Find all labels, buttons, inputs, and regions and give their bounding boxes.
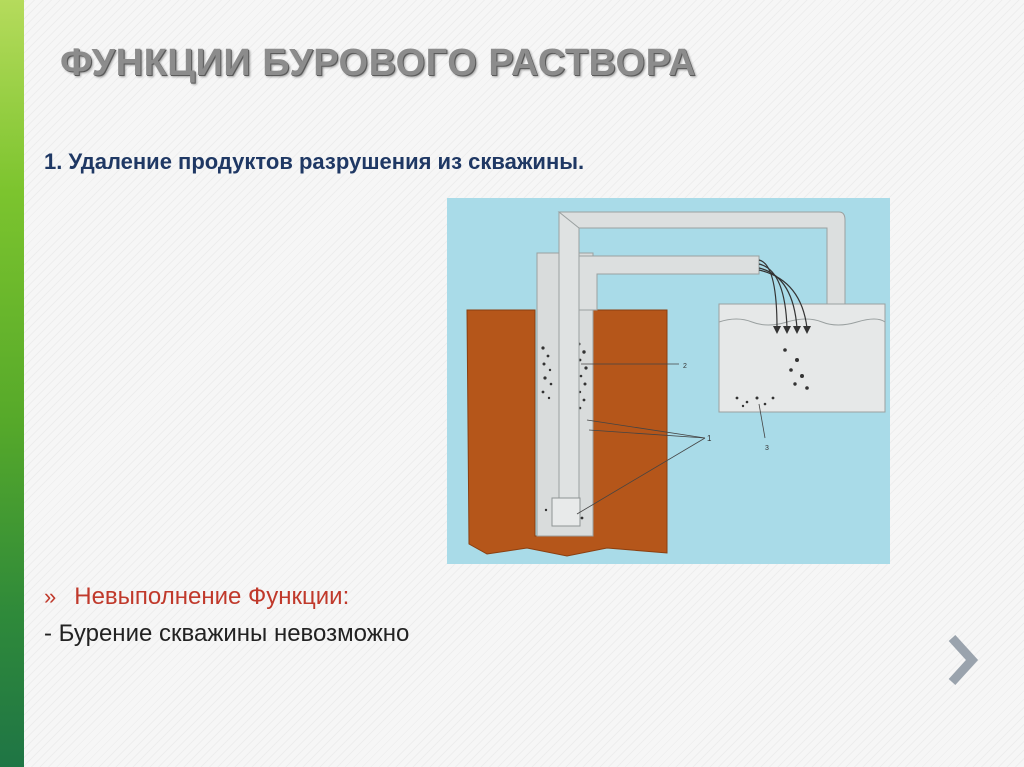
supply-pipe: [557, 211, 846, 327]
figure-label-3: 3: [765, 445, 769, 452]
slide-title: ФУНКЦИИ БУРОВОГО РАСТВОРА: [60, 42, 697, 84]
discharge-pipe: [578, 255, 760, 311]
tank-particles: [735, 348, 809, 408]
mud-tank: [718, 303, 886, 413]
cuttings-particles: [541, 342, 588, 524]
flow-arrows: [758, 259, 808, 329]
consequence-text: - Бурение скважины невозможно: [44, 620, 410, 647]
figure-label-1: 1: [707, 434, 712, 443]
bullet-item: » Невыполнение Функции:: [44, 583, 349, 611]
accent-bar: [0, 0, 24, 767]
bullet-marker: »: [44, 584, 57, 609]
leader-lines: [576, 363, 766, 515]
drill-bit: [551, 497, 581, 527]
rock-formation: [466, 309, 668, 557]
slide-subtitle: 1. Удаление продуктов разрушения из сква…: [44, 149, 585, 174]
drilling-diagram: 2 1 3: [447, 198, 890, 564]
drilling-diagram-svg: 2 1 3: [447, 198, 890, 564]
chevron-right-icon: [948, 634, 979, 686]
drill-pipe: [558, 211, 580, 525]
figure-label-2: 2: [683, 363, 687, 370]
next-slide-button[interactable]: [944, 628, 984, 692]
bullet-text: Невыполнение Функции:: [74, 583, 350, 610]
flow-arrowheads: [773, 326, 811, 334]
